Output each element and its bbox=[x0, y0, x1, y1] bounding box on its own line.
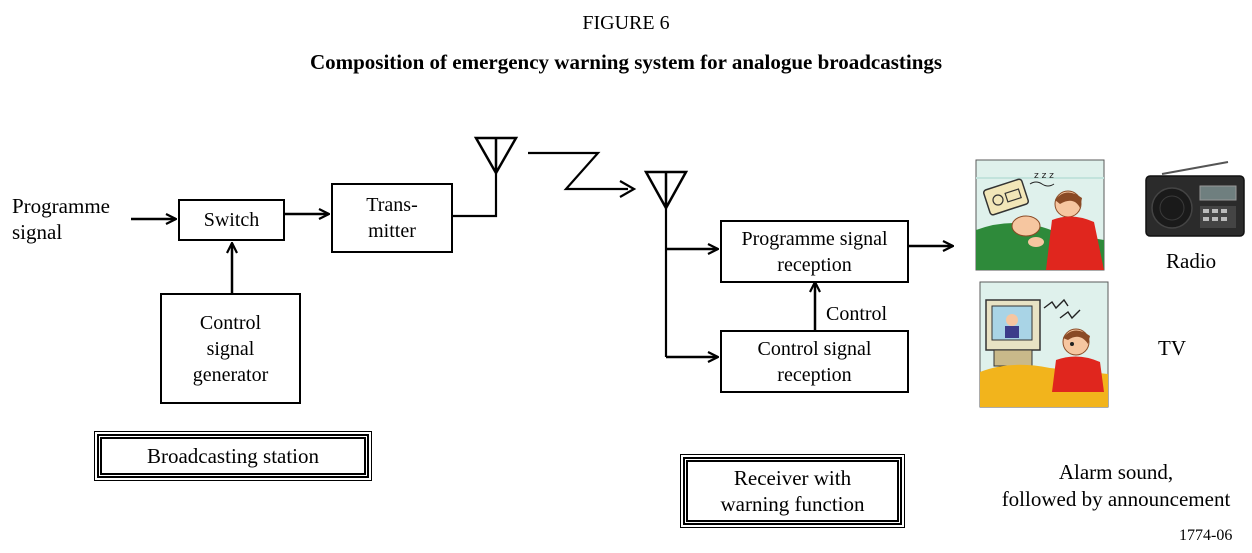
svg-text:z z z: z z z bbox=[1034, 171, 1054, 181]
broadcasting-station-caption: Broadcasting station bbox=[94, 431, 372, 481]
control-generator-block: Control signal generator bbox=[160, 293, 301, 404]
switch-block: Switch bbox=[178, 199, 285, 241]
receiver-label: Receiver with warning function bbox=[720, 466, 865, 516]
line-transmitter-to-antenna bbox=[453, 168, 498, 218]
broadcasting-station-label: Broadcasting station bbox=[146, 444, 320, 468]
programme-signal-label: Programme signal bbox=[12, 194, 110, 244]
transmitter-label: Trans- mitter bbox=[366, 194, 418, 242]
radio-wave-zigzag bbox=[528, 151, 628, 191]
transmitter-block: Trans- mitter bbox=[331, 183, 453, 253]
alarm-announcement-label: Alarm sound, followed by announcement bbox=[1001, 460, 1231, 511]
figure-number: FIGURE 6 bbox=[582, 12, 670, 34]
control-generator-label: Control signal generator bbox=[192, 311, 269, 386]
receive-antenna-icon bbox=[643, 170, 689, 211]
radio-label: Radio bbox=[1166, 249, 1217, 273]
figure-title: Composition of emergency warning system … bbox=[309, 50, 943, 74]
programme-reception-label: Programme signal reception bbox=[741, 227, 888, 276]
figure-code: 1774-06 bbox=[1179, 527, 1233, 544]
programme-reception-block: Programme signal reception bbox=[720, 220, 909, 283]
control-reception-block: Control signal reception bbox=[720, 330, 909, 393]
control-label: Control bbox=[826, 303, 888, 325]
transmit-antenna-icon bbox=[473, 136, 519, 176]
tv-label: TV bbox=[1158, 336, 1186, 360]
receiver-caption: Receiver with warning function bbox=[680, 454, 905, 528]
switch-label: Switch bbox=[203, 209, 260, 231]
control-reception-label: Control signal reception bbox=[757, 337, 872, 386]
